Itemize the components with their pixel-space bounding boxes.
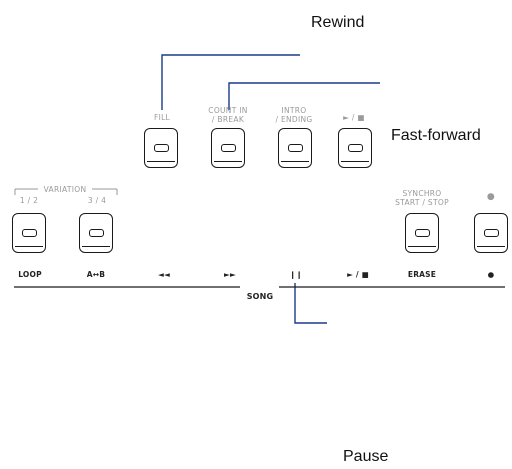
ab-label: A↔B xyxy=(86,270,106,279)
record-button[interactable] xyxy=(474,213,508,253)
pause-leader-line xyxy=(294,283,327,324)
count-in-led xyxy=(221,144,236,152)
erase-label: ERASE xyxy=(407,270,437,279)
variation-label: VARIATION xyxy=(43,185,87,194)
ab-button[interactable] xyxy=(79,213,113,253)
play-stop-top-label: ► / ■ xyxy=(343,113,365,122)
intro-led xyxy=(288,144,303,152)
fast-forward-label: ►► xyxy=(224,270,236,279)
play-stop-style-button[interactable] xyxy=(338,128,372,168)
variation-12-label: 1 / 2 xyxy=(19,196,39,205)
record-led xyxy=(484,229,499,237)
intro-ending-button[interactable] xyxy=(278,128,312,168)
fill-label: FILL xyxy=(153,113,171,122)
fill-button[interactable] xyxy=(144,128,178,168)
synchro-label-line2: START / STOP xyxy=(395,198,449,207)
synchro-label-line1: SYNCHRO xyxy=(402,189,442,198)
fill-led xyxy=(154,144,169,152)
loop-label: LOOP xyxy=(18,270,42,279)
loop-button[interactable] xyxy=(12,213,46,253)
intro-label-line2: / ENDING xyxy=(275,115,313,124)
song-label: SONG xyxy=(246,292,274,301)
intro-label-line1: INTRO xyxy=(281,106,307,115)
record-top-label: ● xyxy=(486,192,496,202)
fast-forward-callout: Fast-forward xyxy=(391,127,481,144)
count-in-label-line2: / BREAK xyxy=(211,115,245,124)
erase-led xyxy=(415,229,430,237)
ab-led xyxy=(89,229,104,237)
rewind-leader-line xyxy=(161,54,300,110)
loop-led xyxy=(22,229,37,237)
pause-callout: Pause xyxy=(343,448,389,465)
record-label: ● xyxy=(487,270,495,279)
rewind-callout: Rewind xyxy=(311,14,365,31)
pause-label: ❙❙ xyxy=(289,270,303,279)
fast-forward-leader-line xyxy=(228,82,380,110)
count-in-label-line1: COUNT IN xyxy=(208,106,248,115)
play-stop-led xyxy=(348,144,363,152)
erase-synchro-button[interactable] xyxy=(405,213,439,253)
variation-34-label: 3 / 4 xyxy=(87,196,107,205)
play-stop-label: ► / ■ xyxy=(347,270,369,279)
count-in-break-button[interactable] xyxy=(211,128,245,168)
rewind-label: ◄◄ xyxy=(158,270,170,279)
